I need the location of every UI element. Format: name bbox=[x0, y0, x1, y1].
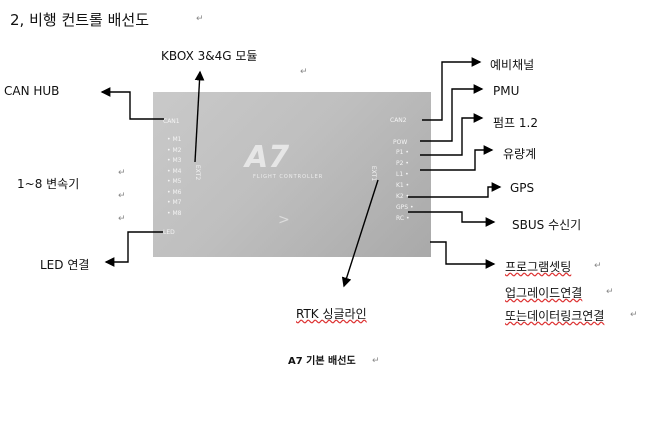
board-pow-label: POW bbox=[393, 139, 408, 146]
label-gps-text: GPS bbox=[510, 181, 535, 195]
label-led-text: LED 연결 bbox=[40, 258, 90, 272]
label-program-text: 프로그램셋팅 bbox=[505, 260, 572, 274]
return-mark: ↵ bbox=[196, 14, 204, 24]
line-pmu bbox=[420, 84, 484, 142]
board-can1-label: CAN1 bbox=[163, 118, 180, 125]
label-pump-text: 펌프 1.2 bbox=[493, 116, 538, 130]
return-mark: ↵ bbox=[630, 310, 638, 320]
board-logo: A7 bbox=[245, 140, 290, 175]
flight-controller-board: CAN1 CAN2 • M1 • M2 • M3 • M4 • M5 • M6 • M7 • … bbox=[153, 92, 431, 257]
label-program: 프로그램셋팅 bbox=[505, 258, 571, 275]
label-upgrade: 업그레이드연결 bbox=[505, 284, 582, 301]
board-right-port-label: K2 • bbox=[396, 193, 410, 200]
board-right-port-label: RC • bbox=[396, 215, 410, 222]
return-mark: ↵ bbox=[118, 168, 126, 178]
label-pump: 펌프 1.2 bbox=[493, 114, 538, 131]
line-gps bbox=[408, 182, 502, 198]
label-pmu: PMU bbox=[493, 84, 519, 98]
figure-caption: A7 기본 배선도 bbox=[288, 352, 356, 367]
line-can-hub bbox=[100, 87, 164, 120]
board-right-port-label: K1 • bbox=[396, 182, 410, 189]
board-right-port-label: GPS • bbox=[396, 204, 414, 211]
label-converter: 1~8 변속기 bbox=[17, 175, 79, 192]
return-mark: ↵ bbox=[118, 191, 126, 201]
figure-caption-text: A7 기본 배선도 bbox=[288, 356, 356, 367]
page-heading: 2, 비행 컨트롤 배선도 bbox=[10, 9, 149, 30]
board-motor-port-label: • M4 bbox=[167, 167, 182, 175]
return-mark: ↵ bbox=[118, 214, 126, 224]
board-motor-port-label: • M3 bbox=[167, 157, 182, 164]
return-mark: ↵ bbox=[372, 356, 380, 366]
heading-text: 2, 비행 컨트롤 배선도 bbox=[10, 11, 150, 29]
board-motor-port-label: • M8 bbox=[167, 209, 182, 217]
board-motor-port-label: • M6 bbox=[167, 188, 182, 196]
return-mark: ↵ bbox=[594, 261, 602, 271]
label-upgrade-text: 업그레이드연결 bbox=[505, 286, 583, 300]
label-converter-text: 1~8 변속기 bbox=[17, 177, 80, 191]
return-mark: ↵ bbox=[300, 67, 308, 77]
board-right-port-label: P2 • bbox=[396, 160, 409, 167]
line-spare bbox=[422, 57, 482, 121]
label-gps: GPS bbox=[510, 181, 534, 195]
label-flowmeter-text: 유량계 bbox=[503, 147, 537, 161]
line-program bbox=[430, 241, 496, 269]
line-led bbox=[104, 231, 163, 267]
board-right-port-label: P1 • bbox=[396, 149, 409, 156]
board-motor-port-label: • M1 bbox=[167, 136, 182, 143]
line-sbus bbox=[408, 211, 496, 227]
board-led-label: LED bbox=[163, 229, 175, 236]
label-flowmeter: 유량계 bbox=[503, 145, 536, 162]
board-can2-label: CAN2 bbox=[390, 117, 407, 124]
line-rtk bbox=[341, 179, 379, 288]
board-right-port-label: L1 • bbox=[396, 171, 409, 178]
label-sbus-text: SBUS 수신기 bbox=[512, 218, 582, 232]
line-flowmeter bbox=[420, 145, 494, 171]
label-datalink-text: 또는데이터링크연결 bbox=[505, 309, 605, 323]
label-can-hub-text: CAN HUB bbox=[4, 84, 60, 98]
label-spare-text: 예비채널 bbox=[490, 58, 535, 72]
board-logo-subtitle: FLIGHT CONTROLLER bbox=[253, 174, 324, 180]
label-rtk: RTK 싱글라인 bbox=[296, 305, 367, 322]
return-mark: ↵ bbox=[606, 287, 614, 297]
board-motor-port-label: • M2 bbox=[167, 146, 182, 154]
label-sbus: SBUS 수신기 bbox=[512, 216, 581, 233]
label-datalink: 또는데이터링크연결 bbox=[505, 307, 604, 324]
label-rtk-text: RTK 싱글라인 bbox=[296, 307, 367, 321]
label-pmu-text: PMU bbox=[493, 84, 520, 98]
board-motor-port-label: • M7 bbox=[167, 199, 182, 206]
board-motor-port-label: • M5 bbox=[167, 178, 182, 185]
label-led: LED 연결 bbox=[40, 256, 89, 273]
label-kbox-text: KBOX 3&4G 모듈 bbox=[161, 49, 258, 63]
label-can-hub: CAN HUB bbox=[4, 84, 59, 98]
label-spare: 예비채널 bbox=[490, 56, 534, 73]
board-arrow-mark: > bbox=[278, 212, 290, 228]
label-kbox: KBOX 3&4G 모듈 bbox=[161, 47, 257, 64]
line-kbox bbox=[194, 70, 205, 163]
line-pump bbox=[420, 113, 484, 156]
